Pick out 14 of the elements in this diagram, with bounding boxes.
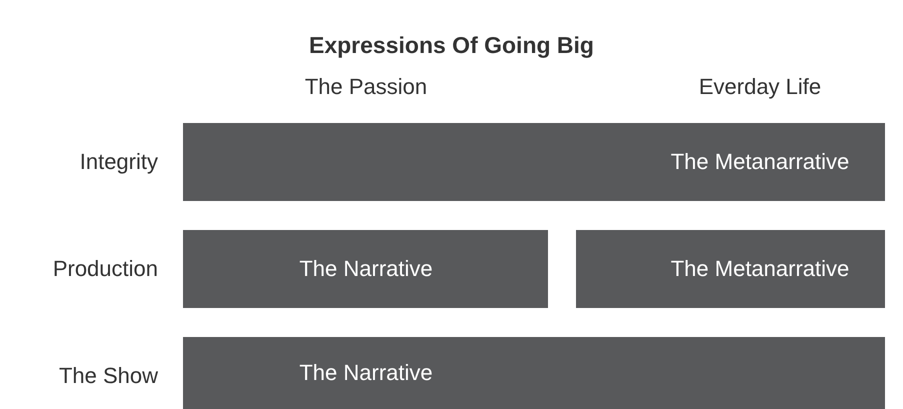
bar [576, 230, 885, 308]
row-label: The Show [58, 363, 158, 389]
bar [183, 230, 548, 308]
bar-label: The Narrative [299, 360, 433, 386]
bar [183, 123, 885, 201]
column-header: Everday Life [698, 74, 822, 100]
row-label: Integrity [80, 149, 158, 175]
row-label: Production [52, 256, 158, 282]
bar-label: The Narrative [299, 256, 433, 282]
diagram-title: Expressions Of Going Big [309, 34, 594, 57]
column-header: The Passion [304, 74, 428, 100]
bar-label: The Metanarrative [670, 256, 850, 282]
bar [183, 337, 885, 409]
bar-label: The Metanarrative [670, 149, 850, 175]
